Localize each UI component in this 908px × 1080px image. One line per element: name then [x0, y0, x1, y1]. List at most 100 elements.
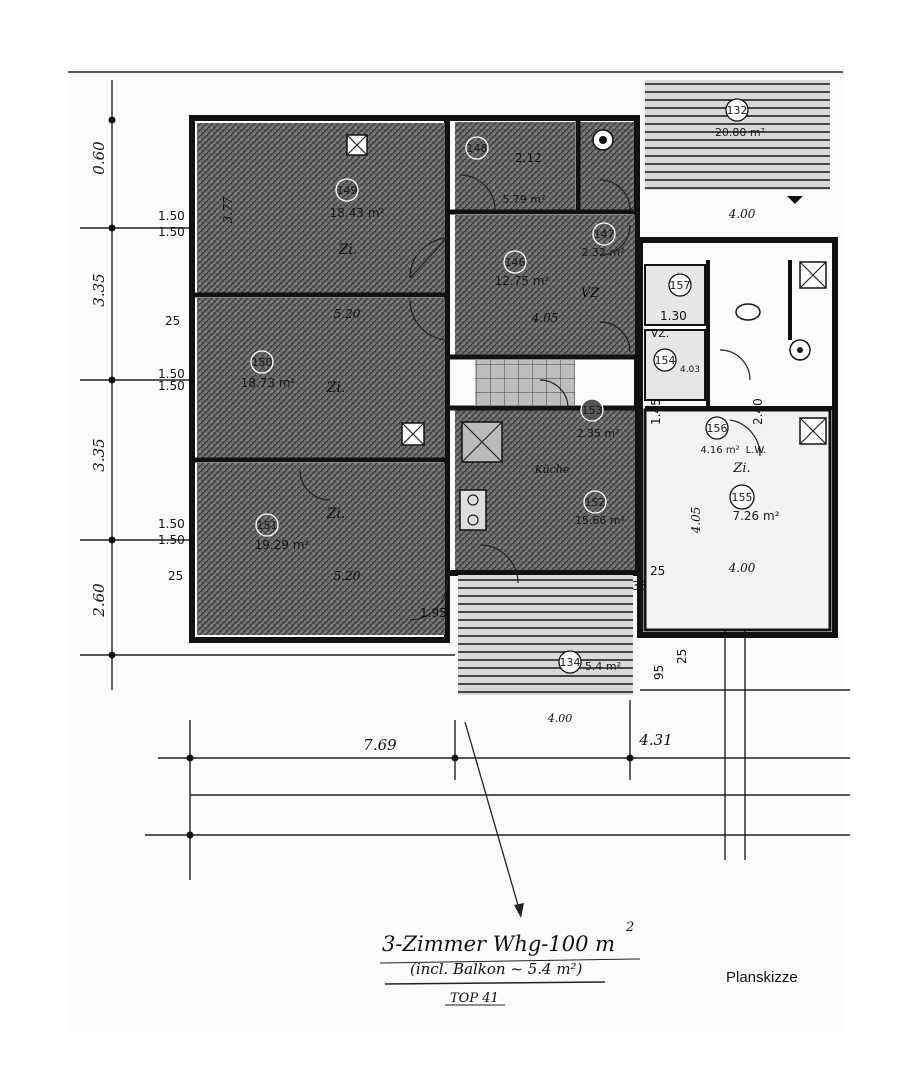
dim-small-13: 2.40 — [751, 398, 765, 425]
partition-walls — [192, 118, 835, 463]
room-154-type: VZ. — [651, 327, 670, 340]
room-148-area: 5.79 m² — [502, 193, 545, 206]
dim-small-8: 25 — [650, 564, 665, 578]
room-134-area: 5.4 m² — [585, 660, 621, 673]
chimney-x-box-3 — [461, 421, 503, 463]
triangle-marker — [787, 196, 803, 204]
room-151-shape — [197, 463, 445, 635]
room-157-number: 157 — [670, 279, 691, 292]
room-154-number: 154 — [655, 354, 676, 367]
room-152-area: 15.66 m² — [575, 514, 625, 527]
dim-bottom-1: 4.31 — [638, 731, 672, 749]
balcony-134-shape — [458, 575, 633, 695]
dim-width-3: 4.05 — [531, 311, 559, 325]
room-155-number: 155 — [732, 491, 753, 504]
room-149-label: 149 18.43 m² Zi. — [330, 178, 385, 258]
room-152-type: Küche — [534, 463, 570, 476]
room-147-number: 147 — [594, 228, 615, 241]
dim-bottom-0: 7.69 — [363, 736, 397, 754]
room-148-number: 148 — [467, 142, 488, 155]
leader-arrow — [464, 721, 524, 918]
room-150-label: 150 18.73 m² Zi. — [241, 350, 346, 396]
room-155-shape — [643, 408, 832, 632]
room-146-label: 146 12.75 m² VZ — [495, 250, 600, 301]
room-132-area: 20.80 m² — [715, 126, 765, 139]
dim-small-2: 1.50 — [158, 367, 185, 381]
room-146-shape — [455, 215, 635, 355]
room-153-area: 2.35 m² — [576, 427, 619, 440]
dim-small-16: 35 — [632, 579, 647, 593]
dim-small-9: 95 — [652, 665, 666, 680]
dim-small-6: 25 — [165, 314, 180, 328]
room-156-area: 4.16 m² — [700, 445, 739, 456]
room-labels: 149 18.43 m² Zi. 150 18.73 m² Zi. 151 19… — [241, 98, 780, 674]
room-150-number: 150 — [252, 356, 273, 369]
dim-small-3: 1.50 — [158, 379, 185, 393]
stair-block-top — [645, 80, 830, 190]
room-132-label: 132 20.80 m² — [715, 98, 765, 139]
room-134-label: 134 5.4 m² — [558, 650, 621, 674]
room-151-label: 151 19.29 m² Zi. — [255, 506, 346, 552]
chimney-x-box-4 — [799, 417, 827, 445]
room-148-label: 148 5.79 m² — [465, 136, 546, 206]
dim-width-6: 4.00 — [728, 561, 756, 575]
room-152-label: 152 15.66 m² Küche — [534, 463, 625, 527]
room-151-type: Zi. — [326, 506, 346, 522]
rooms — [197, 80, 832, 695]
fixtures — [346, 129, 827, 918]
dim-small-10: 25 — [675, 649, 689, 664]
dim-small-12: 2.12 — [515, 151, 542, 165]
dim-small-15: 1.30 — [660, 309, 687, 323]
dim-left-2: 3.35 — [90, 438, 108, 471]
room-157-label: 157 — [668, 273, 692, 297]
room-146-area: 12.75 m² — [495, 274, 550, 288]
dimension-lines — [68, 71, 850, 880]
outer-walls — [189, 115, 838, 643]
washbasin — [735, 303, 761, 321]
room-149-area: 18.43 m² — [330, 206, 385, 220]
chimney-x-box-5 — [799, 261, 827, 289]
room-146-number: 146 — [505, 256, 526, 269]
dim-left-3: 2.60 — [90, 583, 108, 618]
room-155-label: 155 7.26 m² Zi. — [729, 461, 780, 523]
room-149-shape — [197, 123, 445, 293]
room-149-type: Zi. — [338, 242, 358, 258]
room-147-label: 147 2.32 m² — [581, 222, 625, 259]
dim-small-4: 1.50 — [158, 517, 185, 531]
dim-width-1: 5.20 — [334, 307, 361, 321]
door-swings — [299, 174, 761, 621]
room-150-area: 18.73 m² — [241, 376, 296, 390]
chimney-x-box-2 — [401, 422, 425, 446]
dim-width-0: 3.77 — [221, 196, 235, 223]
room-156-type: L.W. — [746, 445, 767, 456]
dim-left-0: 0.60 — [90, 141, 108, 175]
dim-small-11: 1.95 — [420, 606, 447, 620]
dim-small-7: 25 — [168, 569, 183, 583]
caption-superscript: 2 — [625, 920, 634, 935]
room-156-number: 156 — [707, 422, 728, 435]
dim-small-0: 1.50 — [158, 209, 185, 223]
room-150-type: Zi. — [326, 380, 346, 396]
dim-width-5: 4.05 — [689, 507, 703, 535]
sink-basin — [789, 339, 811, 361]
stove-top — [459, 489, 487, 531]
room-153-label: 153 2.35 m² — [576, 398, 620, 440]
dimension-labels: 0.60 3.35 3.35 2.60 7.69 4.31 4.00 3.77 … — [90, 141, 765, 754]
room-154-area: 4.03 — [680, 365, 700, 375]
room-156-label: 156 4.16 m² L.W. — [700, 416, 767, 456]
dim-bottom-2: 4.00 — [547, 712, 573, 725]
room-151-number: 151 — [257, 519, 278, 532]
room-151-area: 19.29 m² — [255, 538, 310, 552]
dim-width-4: 4.00 — [728, 207, 756, 221]
room-134-number: 134 — [560, 656, 581, 669]
chimney-x-box-1 — [346, 134, 368, 156]
dim-small-14: 1.45 — [649, 398, 663, 425]
dim-small-5: 1.50 — [158, 533, 185, 547]
toilet-bowl — [592, 129, 614, 151]
room-154-label: 154 VZ. 4.03 — [651, 327, 700, 375]
room-147-area: 2.32 m² — [581, 246, 624, 259]
dim-width-2: 5.20 — [334, 569, 361, 583]
room-132-number: 132 — [727, 104, 748, 117]
room-155-type: Zi. — [732, 461, 750, 476]
dim-small-1: 1.50 — [158, 225, 185, 239]
